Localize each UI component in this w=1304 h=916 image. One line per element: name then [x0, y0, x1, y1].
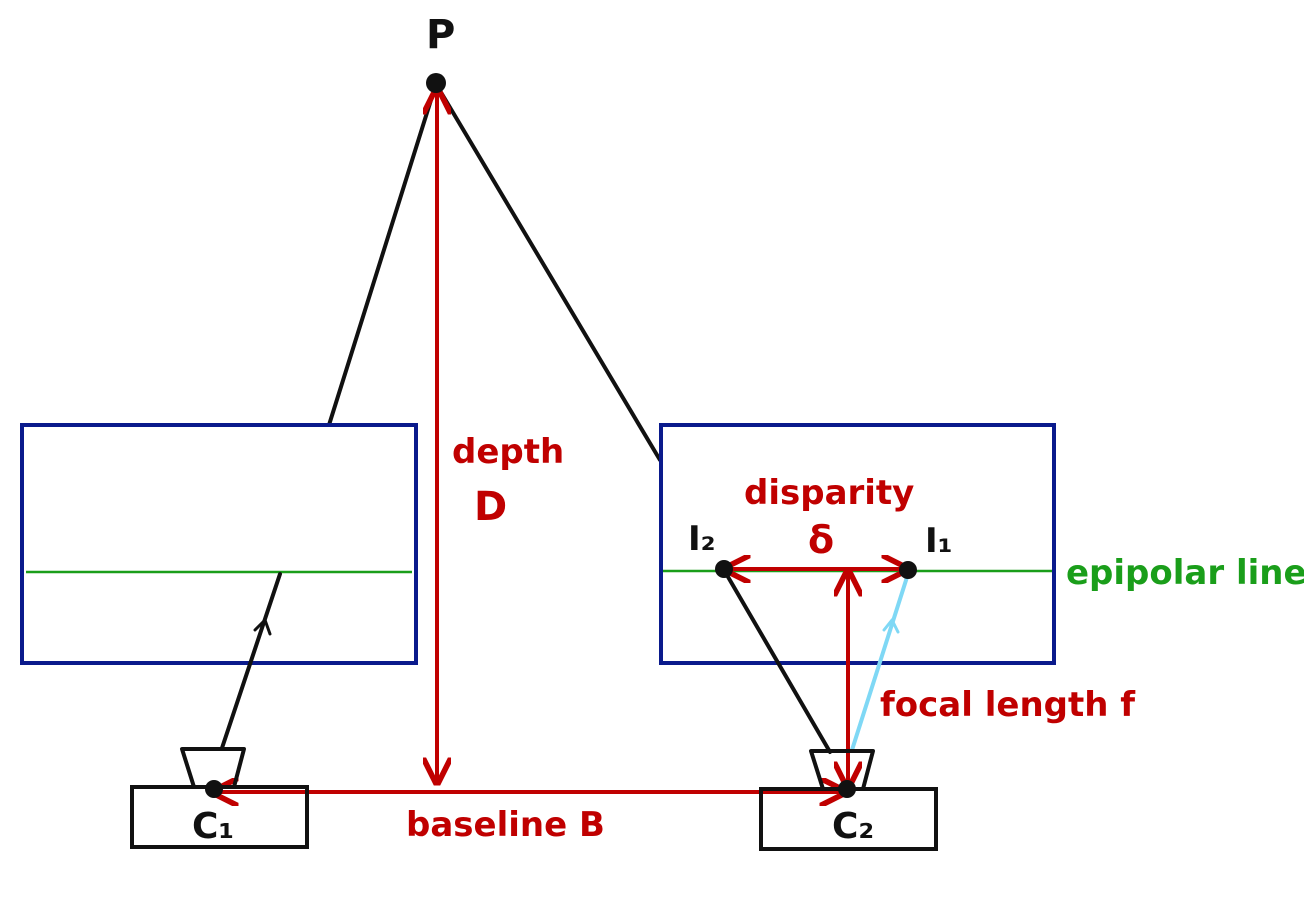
point-p-dot [426, 73, 446, 93]
camera-2-center-dot [838, 780, 856, 798]
disparity-label: disparity [744, 473, 914, 513]
camera-2-lens [809, 749, 875, 791]
camera-1-label: C₁ [192, 806, 234, 847]
ray-c2-to-i2 [722, 568, 832, 754]
depth-symbol: D [474, 484, 507, 530]
image-point-i1-dot [899, 561, 917, 579]
image-point-i1-label: I₁ [925, 521, 953, 561]
point-p-label: P [426, 12, 455, 58]
image-point-i2-label: I₂ [688, 519, 716, 559]
ray-c1-to-left-plane [220, 572, 282, 750]
camera-1-lens [180, 747, 246, 789]
ray-c1-direction-arrow [253, 618, 272, 636]
disparity-symbol: δ [808, 518, 834, 562]
image-point-i2-dot [715, 560, 733, 578]
ray-c2-i1-direction-arrow [882, 618, 900, 634]
ray-p-to-right-plane [434, 82, 662, 462]
focal-length-label: focal length f [880, 685, 1136, 725]
epipolar-line-label: epipolar line [1066, 553, 1304, 593]
ray-p-to-left-plane [327, 82, 438, 427]
left-image-plane [20, 423, 418, 665]
camera-1-center-dot [205, 780, 223, 798]
depth-label: depth [452, 432, 564, 472]
camera-2-label: C₂ [832, 806, 874, 847]
right-image-plane [659, 423, 1056, 665]
baseline-label: baseline B [406, 805, 605, 845]
